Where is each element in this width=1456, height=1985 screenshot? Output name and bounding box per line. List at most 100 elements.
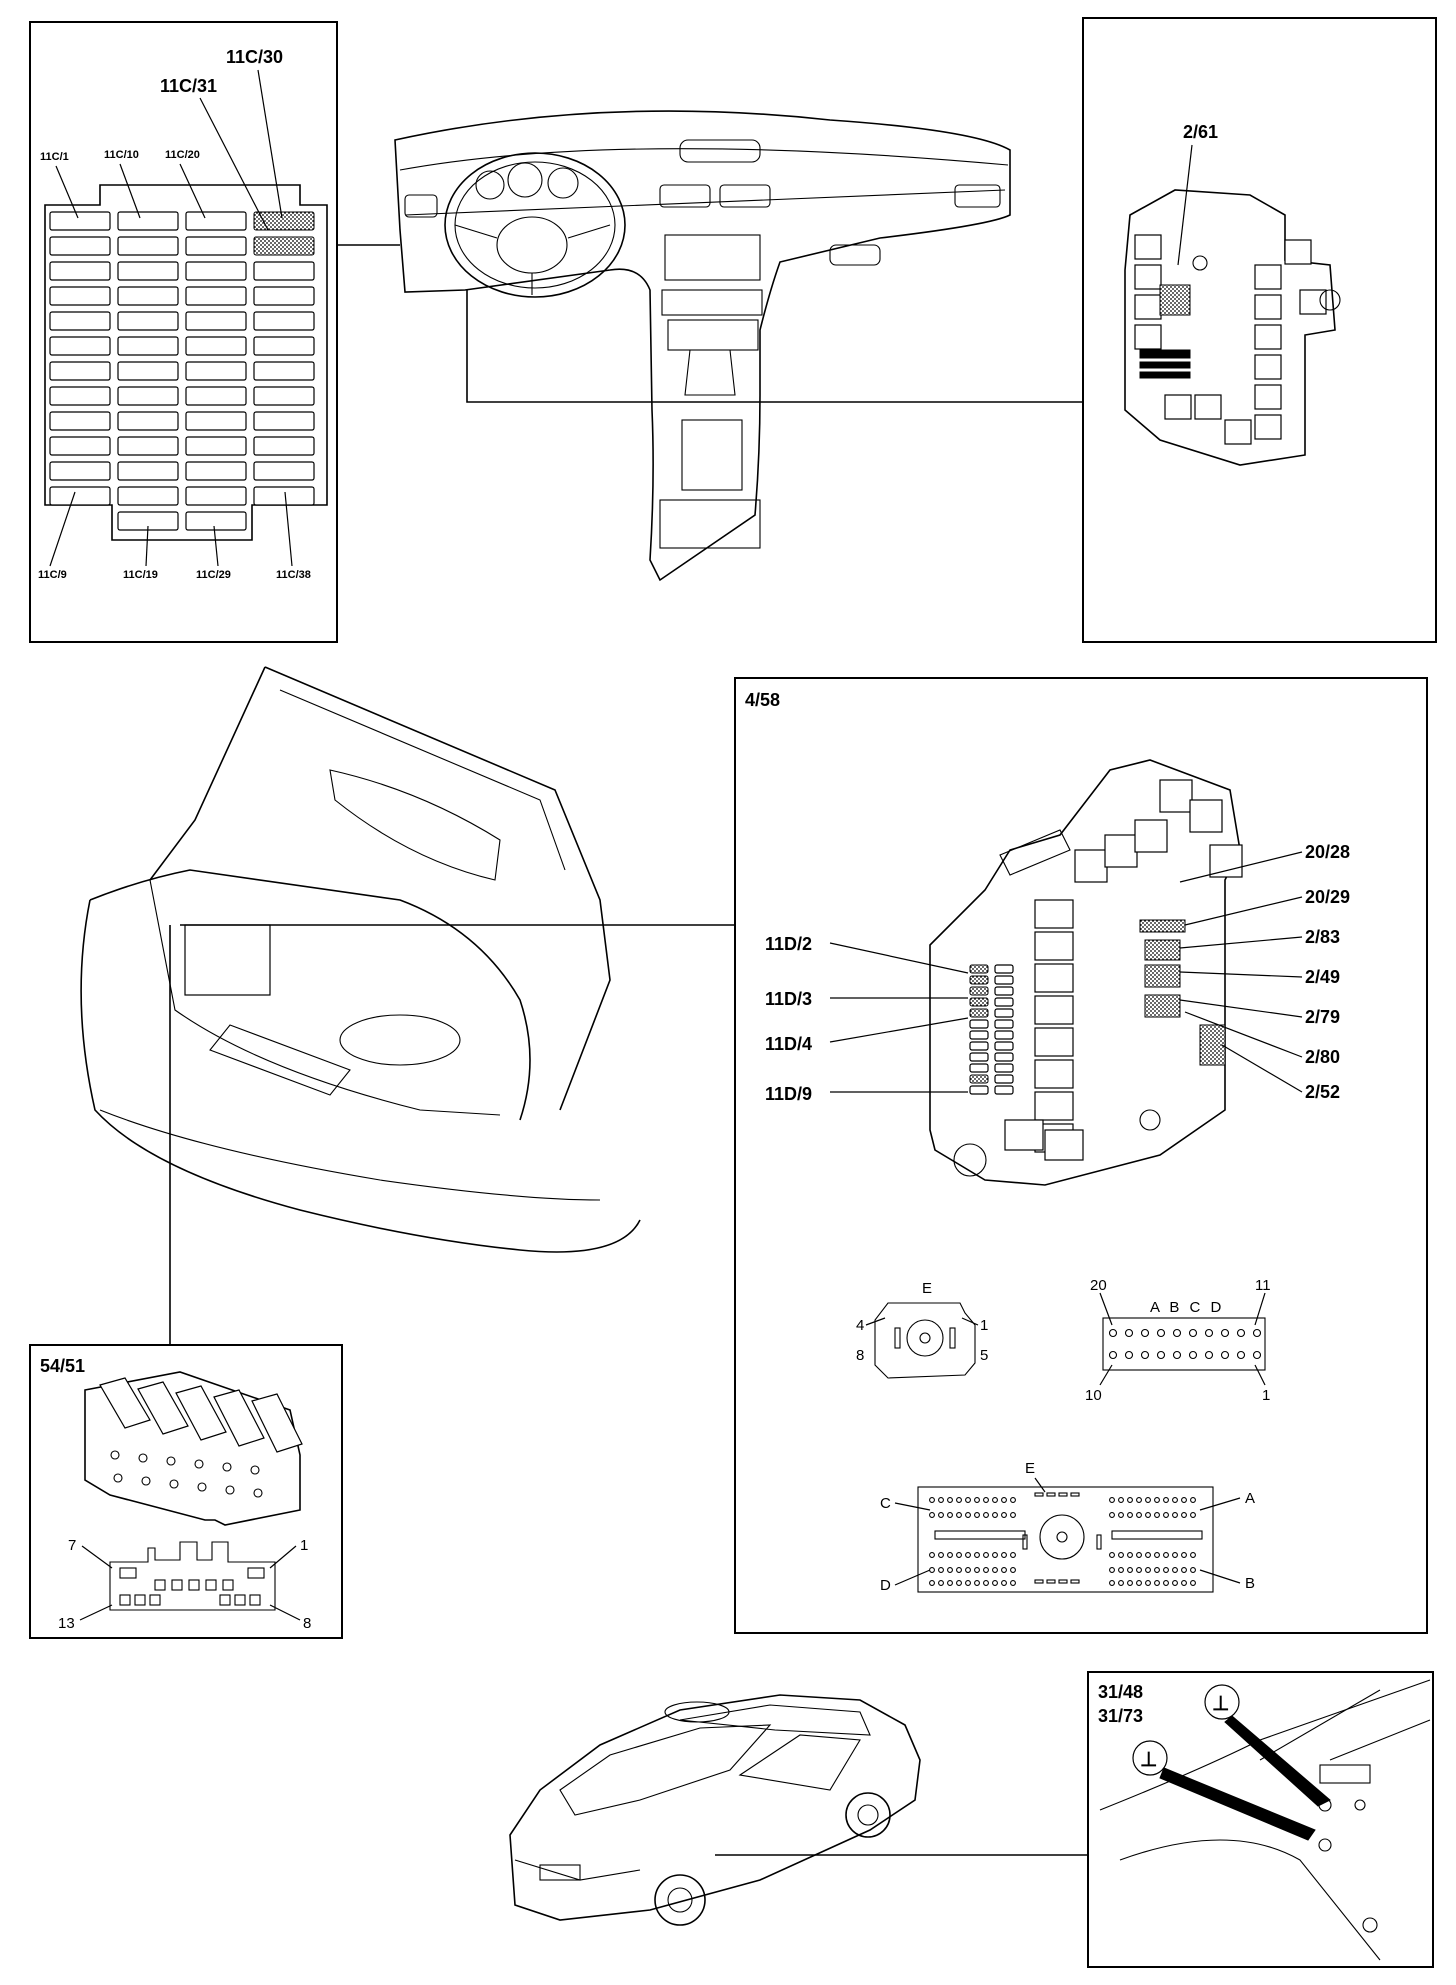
large-conn-pin <box>1136 1512 1142 1518</box>
relay-cube <box>1134 234 1162 260</box>
conn20-letters: A B C D <box>1150 1299 1224 1316</box>
leader-11c-29 <box>213 525 219 567</box>
large-conn-pin <box>1172 1512 1178 1518</box>
callout-11d-3: 11D/3 <box>765 989 812 1009</box>
small-conn-body <box>874 1302 976 1379</box>
fuse-slot <box>117 361 179 381</box>
large-conn-pin <box>1001 1512 1007 1518</box>
fuse-slot <box>49 236 111 256</box>
ground-bolt-a <box>1318 1798 1332 1812</box>
callout-11c-19: 11C/19 <box>123 569 158 581</box>
large-conn-pin <box>974 1512 980 1518</box>
central-fuse <box>969 975 989 985</box>
large-conn-pin <box>1181 1512 1187 1518</box>
conn20-pin <box>1204 1350 1214 1360</box>
relay-cube <box>1254 414 1282 440</box>
connector-small-round: E 4 1 8 5 <box>856 1280 988 1379</box>
central-relay <box>1034 995 1074 1025</box>
climate-controls <box>661 289 763 316</box>
large-conn-pin <box>929 1497 935 1503</box>
large-conn-pin <box>983 1512 989 1518</box>
large-conn-bottom-slot <box>1070 1579 1080 1584</box>
conn20-pin <box>1156 1350 1166 1360</box>
large-conn-pin <box>947 1567 953 1573</box>
fuse-slot <box>185 411 247 431</box>
connector-fin <box>213 1389 265 1447</box>
large-conn-pin <box>1136 1567 1142 1573</box>
steering-hub <box>496 216 568 274</box>
connector-terminal <box>222 1462 232 1472</box>
callout-11c-38: 11C/38 <box>276 569 311 581</box>
ground-body-line-1 <box>1099 1679 1431 1811</box>
car-body-outline <box>509 1694 921 1921</box>
large-conn-pin <box>1001 1580 1007 1586</box>
c5451-pin-7: 7 <box>68 1537 76 1554</box>
small-conn-slot-left <box>894 1327 901 1349</box>
central-box-top-tab <box>999 829 1071 876</box>
fuse-slot <box>253 386 315 406</box>
relay-dark-2 <box>1139 361 1191 369</box>
large-conn-pin <box>929 1552 935 1558</box>
fuse-slot <box>253 461 315 481</box>
large-conn-slot-right <box>1111 1530 1203 1540</box>
fuse-slot <box>185 436 247 456</box>
central-fuse <box>994 1052 1014 1062</box>
callout-2-49: 2/49 <box>1305 967 1340 987</box>
central-fuse <box>969 1085 989 1095</box>
large-conn-label-c: C <box>880 1495 891 1512</box>
large-conn-pin <box>938 1497 944 1503</box>
c5451-pin <box>247 1567 265 1579</box>
c5451-pin <box>188 1579 200 1591</box>
fuse-slot <box>49 461 111 481</box>
dashboard-illustration <box>394 110 1083 582</box>
small-conn-center-hole <box>919 1332 931 1344</box>
fuse-slot <box>117 386 179 406</box>
c5451-pin <box>234 1594 246 1606</box>
conn20-pin <box>1204 1328 1214 1338</box>
central-fuse <box>969 1074 989 1084</box>
large-conn-pin <box>1118 1512 1124 1518</box>
large-conn-pin <box>1154 1567 1160 1573</box>
large-conn-pin <box>974 1497 980 1503</box>
c5451-lead-13 <box>79 1604 113 1621</box>
central-box-title: 4/58 <box>745 690 780 710</box>
relay-cube <box>1254 324 1282 350</box>
central-relay <box>1034 899 1074 929</box>
central-relay <box>1034 1027 1074 1057</box>
conn20-pin <box>1156 1328 1166 1338</box>
large-conn-pin <box>1010 1512 1016 1518</box>
large-conn-pin <box>1145 1580 1151 1586</box>
c5451-lead-1 <box>269 1545 297 1569</box>
fuse-slot <box>253 411 315 431</box>
c5451-pin-13: 13 <box>58 1615 75 1632</box>
conn20-pin <box>1252 1350 1262 1360</box>
large-conn-pin <box>992 1580 998 1586</box>
small-conn-pin-1: 1 <box>980 1317 988 1334</box>
conn20-lead-11 <box>1254 1292 1266 1326</box>
large-conn-pin <box>1010 1567 1016 1573</box>
leader-2-61 <box>1177 144 1193 266</box>
central-fuse <box>994 1085 1014 1095</box>
central-fuse <box>969 1063 989 1073</box>
fuse-slot <box>253 261 315 281</box>
large-conn-pin <box>974 1552 980 1558</box>
large-conn-pin <box>974 1580 980 1586</box>
connector-fin <box>99 1377 151 1429</box>
callout-2-83: 2/83 <box>1305 927 1340 947</box>
steering-spokes <box>454 224 611 295</box>
fuse-slot <box>185 361 247 381</box>
large-conn-pin <box>1181 1552 1187 1558</box>
leader-11c-1 <box>55 165 79 219</box>
ground-symbol-circle-a <box>1204 1684 1240 1720</box>
fuse-slot <box>185 461 247 481</box>
glovebox-handle <box>829 244 881 266</box>
large-conn-pin <box>1001 1552 1007 1558</box>
central-relay <box>1034 1059 1074 1089</box>
conn20-pin-20: 20 <box>1090 1277 1107 1294</box>
large-conn-pin <box>1172 1497 1178 1503</box>
ground-body-line-2 <box>1119 1839 1381 1961</box>
relay-2-61-highlight <box>1159 284 1191 316</box>
large-conn-pin <box>1145 1567 1151 1573</box>
relay-2-52-highlight <box>1199 1024 1226 1066</box>
